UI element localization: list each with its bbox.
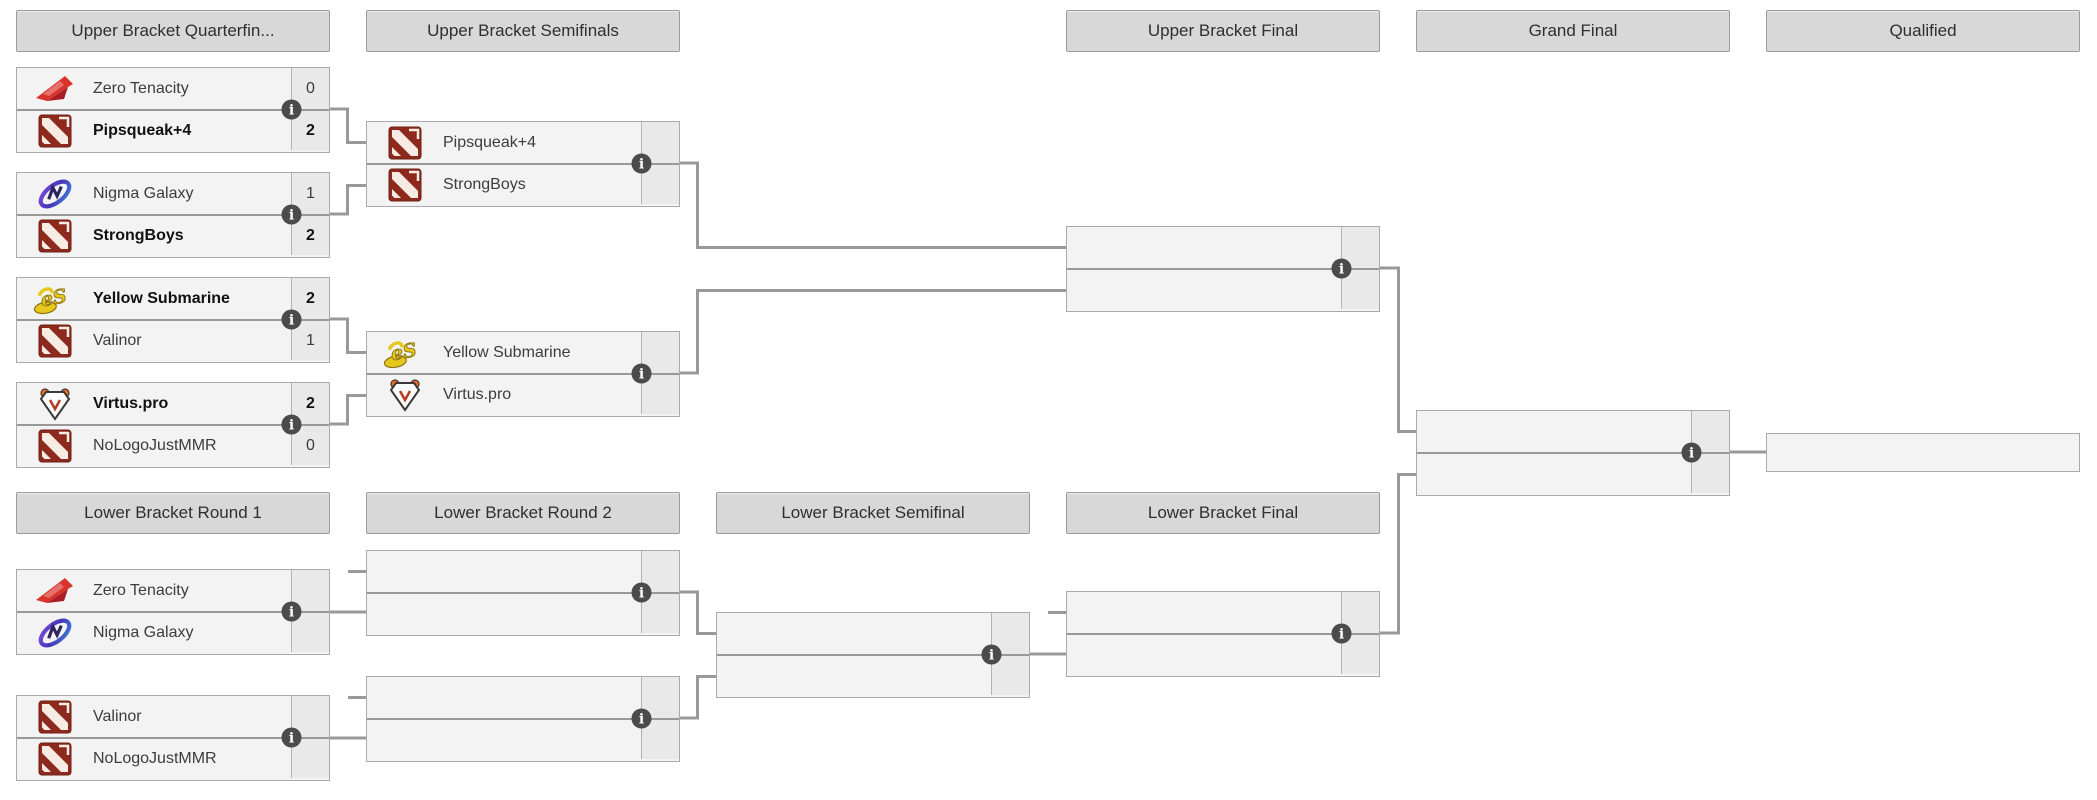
team-name[interactable]: StrongBoys <box>443 175 526 193</box>
team-name[interactable]: Virtus.pro <box>443 385 512 403</box>
dota2-logo[interactable] <box>31 740 79 778</box>
yellow-submarine-logo[interactable]: eS <box>31 280 79 318</box>
header-lb-round1: Lower Bracket Round 1 <box>16 492 330 534</box>
team-name[interactable]: Pipsqueak+4 <box>93 121 192 139</box>
match-ub-final: i <box>1066 226 1380 312</box>
team-name[interactable]: Nigma Galaxy <box>93 184 194 202</box>
team-name[interactable]: Virtus.pro <box>93 394 169 412</box>
match-info-icon[interactable]: i <box>1681 442 1702 463</box>
svg-text:i: i <box>1339 627 1344 643</box>
match-ub-quarterfinal-4: Virtus.pro 2 NoLogoJustMMR 0 i <box>16 382 330 468</box>
match-ub-quarterfinal-1: Zero Tenacity 0 Pipsqueak+4 2 i <box>16 67 330 153</box>
match-lb-round1-1: Zero Tenacity Nigma Galaxy i <box>16 569 330 655</box>
svg-text:i: i <box>289 605 294 621</box>
team-row: Zero Tenacity <box>17 570 329 611</box>
team-row: eS Yellow Submarine 2 <box>17 278 329 319</box>
team-row: eS Yellow Submarine <box>367 332 679 373</box>
svg-text:i: i <box>639 157 644 173</box>
team-name[interactable]: NoLogoJustMMR <box>93 436 217 454</box>
zero-tenacity-logo[interactable] <box>31 572 79 610</box>
svg-text:i: i <box>989 648 994 664</box>
match-info-icon[interactable]: i <box>631 708 652 729</box>
team-name[interactable]: StrongBoys <box>93 226 184 244</box>
match-ub-quarterfinal-2: Nigma Galaxy 1 StrongBoys 2 i <box>16 172 330 258</box>
yellow-submarine-logo[interactable]: eS <box>381 334 429 372</box>
match-ub-semifinal-1: Pipsqueak+4 StrongBoys i <box>366 121 680 207</box>
svg-text:i: i <box>289 103 294 119</box>
team-name[interactable]: Zero Tenacity <box>93 581 189 599</box>
header-ub-quarterfinals: Upper Bracket Quarterfin... <box>16 10 330 52</box>
header-lb-final: Lower Bracket Final <box>1066 492 1380 534</box>
team-name[interactable]: Nigma Galaxy <box>93 623 194 641</box>
match-info-icon[interactable]: i <box>281 99 302 120</box>
team-row: Nigma Galaxy <box>17 611 329 652</box>
match-info-icon[interactable]: i <box>281 727 302 748</box>
match-info-icon[interactable]: i <box>631 582 652 603</box>
match-lb-round2-1: i <box>366 550 680 636</box>
zero-tenacity-logo[interactable] <box>31 70 79 108</box>
team-name[interactable]: Yellow Submarine <box>443 343 571 361</box>
svg-text:i: i <box>289 313 294 329</box>
match-lb-semifinal: i <box>716 612 1030 698</box>
team-row: Nigma Galaxy 1 <box>17 173 329 214</box>
team-name[interactable]: Valinor <box>93 331 142 349</box>
dota2-logo[interactable] <box>31 322 79 360</box>
team-name[interactable]: NoLogoJustMMR <box>93 749 217 767</box>
match-lb-round2-2: i <box>366 676 680 762</box>
match-lb-round1-2: Valinor NoLogoJustMMR i <box>16 695 330 781</box>
match-info-icon[interactable]: i <box>1331 258 1352 279</box>
match-info-icon[interactable]: i <box>631 363 652 384</box>
virtuspro-logo[interactable] <box>31 385 79 423</box>
match-info-icon[interactable]: i <box>281 414 302 435</box>
qualified-slot <box>1766 433 2080 472</box>
svg-text:i: i <box>639 586 644 602</box>
svg-text:i: i <box>1689 446 1694 462</box>
match-info-icon[interactable]: i <box>281 601 302 622</box>
match-info-icon[interactable]: i <box>281 309 302 330</box>
svg-text:i: i <box>289 208 294 224</box>
match-info-icon[interactable]: i <box>981 644 1002 665</box>
virtuspro-logo[interactable] <box>381 376 429 414</box>
team-name[interactable]: Pipsqueak+4 <box>443 133 536 151</box>
team-row: Pipsqueak+4 2 <box>17 109 329 150</box>
dota2-logo[interactable] <box>31 427 79 465</box>
header-qualified: Qualified <box>1766 10 2080 52</box>
match-ub-semifinal-2: eS Yellow Submarine Virtus.pro i <box>366 331 680 417</box>
match-info-icon[interactable]: i <box>281 204 302 225</box>
dota2-logo[interactable] <box>31 698 79 736</box>
team-score: 2 <box>291 111 329 150</box>
dota2-logo[interactable] <box>31 112 79 150</box>
team-row: Valinor <box>17 696 329 737</box>
team-name[interactable]: Zero Tenacity <box>93 79 189 97</box>
match-info-icon[interactable]: i <box>631 153 652 174</box>
team-row: Virtus.pro 2 <box>17 383 329 424</box>
team-score: 1 <box>291 173 329 214</box>
header-lb-round2: Lower Bracket Round 2 <box>366 492 680 534</box>
team-row: NoLogoJustMMR <box>17 737 329 778</box>
header-lb-semifinal: Lower Bracket Semifinal <box>716 492 1030 534</box>
dota2-logo[interactable] <box>381 166 429 204</box>
dota2-logo[interactable] <box>381 124 429 162</box>
header-grand-final: Grand Final <box>1416 10 1730 52</box>
svg-text:i: i <box>1339 262 1344 278</box>
team-name[interactable]: Yellow Submarine <box>93 289 230 307</box>
team-row: Valinor 1 <box>17 319 329 360</box>
svg-text:i: i <box>289 731 294 747</box>
match-lb-final: i <box>1066 591 1380 677</box>
dota2-logo[interactable] <box>31 217 79 255</box>
header-ub-semifinals: Upper Bracket Semifinals <box>366 10 680 52</box>
svg-text:i: i <box>289 418 294 434</box>
nigma-galaxy-logo[interactable] <box>31 175 79 213</box>
svg-text:i: i <box>639 712 644 728</box>
team-name[interactable]: Valinor <box>93 707 142 725</box>
nigma-galaxy-logo[interactable] <box>31 614 79 652</box>
match-grand-final: i <box>1416 410 1730 496</box>
match-ub-quarterfinal-3: eS Yellow Submarine 2 Valinor 1 i <box>16 277 330 363</box>
match-info-icon[interactable]: i <box>1331 623 1352 644</box>
svg-text:i: i <box>639 367 644 383</box>
header-ub-final: Upper Bracket Final <box>1066 10 1380 52</box>
